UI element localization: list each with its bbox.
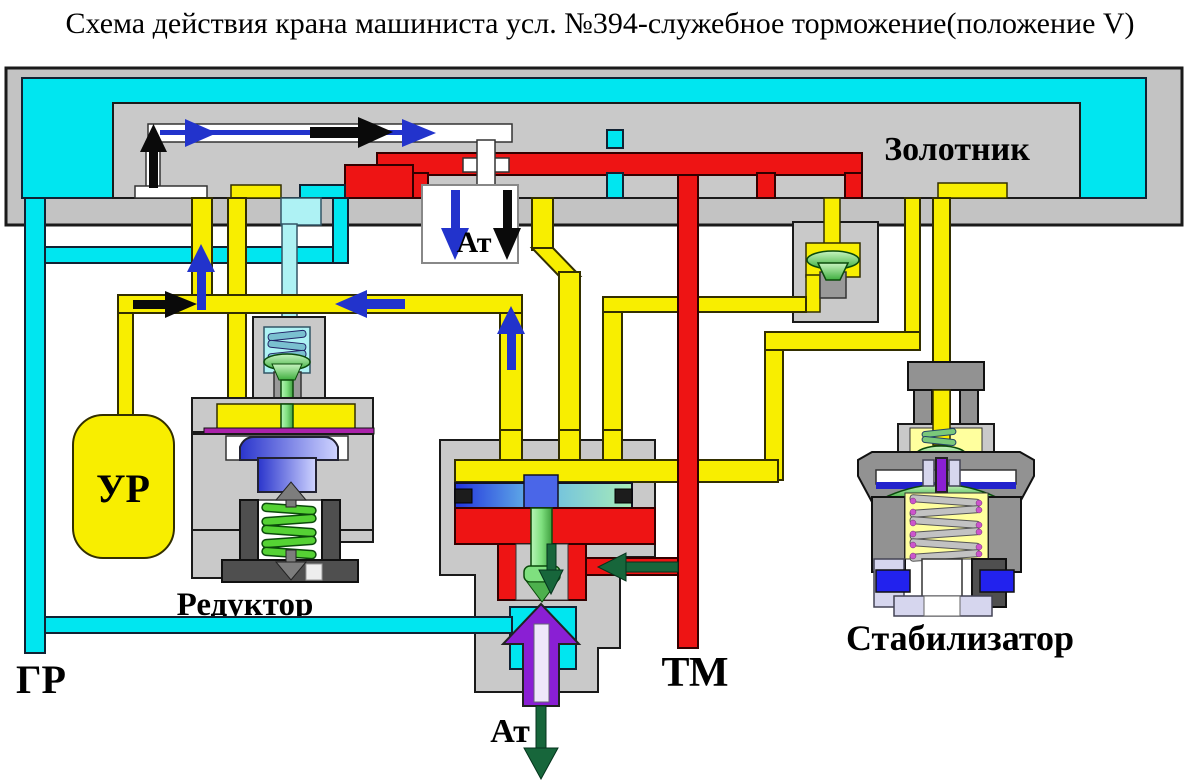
- equalizing-chamber: [454, 459, 779, 483]
- blue-left-arrow-pipe-icon: [335, 290, 405, 318]
- exhaust-tube: [500, 602, 582, 707]
- at-bottom-arrow-icon: [523, 705, 559, 780]
- at-bottom-label: Ат: [490, 713, 530, 750]
- brake-valve-body: Золотник: [4, 66, 1184, 227]
- zolotnik-label: Золотник: [884, 131, 1030, 168]
- ur-label: УР: [96, 466, 150, 511]
- feed-line-horizontal: [602, 296, 807, 313]
- blue-right-arrow-icon: [185, 119, 217, 147]
- blue-down-arrow-icon: [441, 190, 469, 260]
- feedvalve-supply-step: [280, 197, 322, 226]
- gr-label: ГР: [16, 657, 66, 702]
- blue-up-arrow-drop-icon: [497, 306, 525, 370]
- blue-right-arrow2-icon: [402, 119, 436, 147]
- stabilizer-label: Стабилизатор: [846, 618, 1074, 658]
- gray-down-arrow-icon: [274, 549, 308, 581]
- gr-port: [299, 184, 346, 199]
- piston-boss: [523, 474, 559, 509]
- ur-reservoir: УР: [72, 414, 175, 559]
- reducer-piston-cap: [239, 436, 339, 461]
- stabilizer-port: [937, 182, 1008, 199]
- reducer-unit: Редуктор: [177, 316, 375, 623]
- black-down-arrow-icon: [493, 190, 521, 260]
- black-right-arrow-pipe-icon: [133, 291, 197, 318]
- cyan-slot-upper: [606, 129, 624, 149]
- at-top-label: Ат: [457, 226, 492, 259]
- green-down-arrow-icon: [538, 543, 564, 596]
- ur-line: [117, 294, 523, 464]
- stabilizer-stem: [935, 457, 948, 493]
- gr-pipe-horizontal: [44, 616, 513, 634]
- tm-label: ТМ: [661, 650, 728, 696]
- black-right-arrow-icon: [310, 117, 393, 148]
- gray-up-arrow-icon: [274, 481, 308, 508]
- stabilizer-unit: Стабилизатор: [846, 361, 1074, 658]
- page-title: Схема действия крана машиниста усл. №394…: [65, 7, 1134, 40]
- stabilizer-top-spring: [921, 428, 957, 446]
- reducer-piston-stem: [257, 457, 317, 493]
- green-left-arrow-icon: [596, 552, 679, 582]
- equalizing-feed-pipe: [764, 197, 921, 481]
- ur-flow-arrows: [133, 244, 525, 370]
- stabilizer-spring: [909, 494, 983, 562]
- feed-valve-unit: [792, 197, 879, 323]
- at-top-port: Ат: [421, 184, 521, 264]
- ur-port: [230, 184, 282, 199]
- reducer-cup: [221, 499, 359, 583]
- blue-up-arrow-riser-icon: [187, 244, 215, 310]
- channel-flow-arrows: [140, 117, 436, 188]
- chamber-pipe-s: [529, 197, 583, 466]
- black-up-arrow-icon: [140, 124, 167, 188]
- cyan-slot-lower: [606, 172, 624, 199]
- zolotnik-block: [112, 102, 1081, 199]
